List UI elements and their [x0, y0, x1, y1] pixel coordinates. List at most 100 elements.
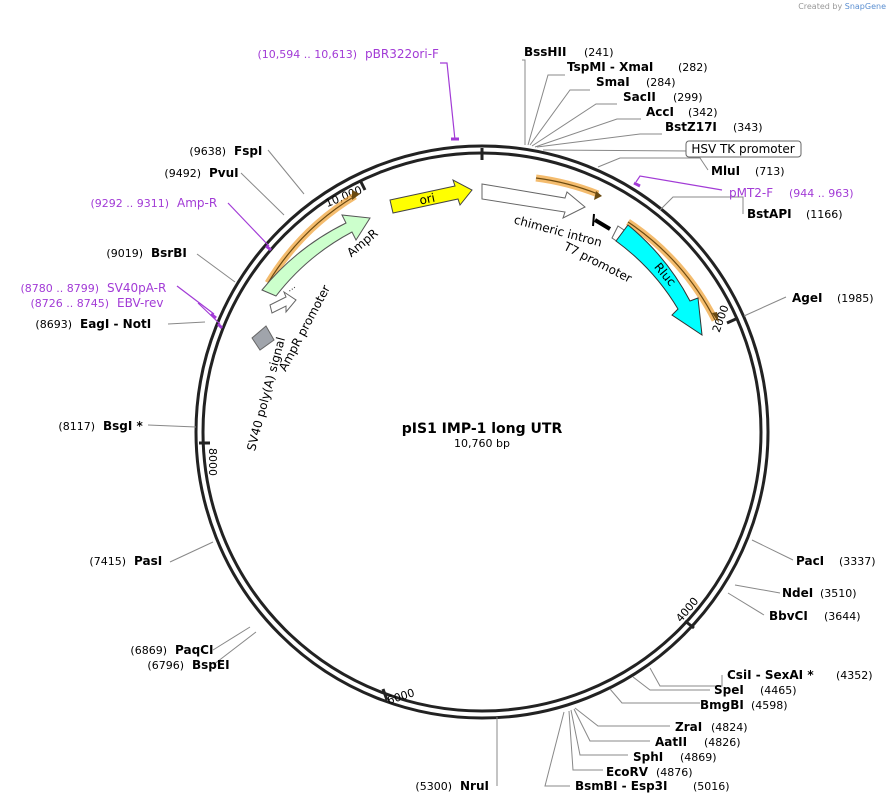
enzyme-name: ZraI — [675, 720, 702, 734]
tick-label-6000: 6000 — [386, 686, 417, 707]
primer-pos: (8780 .. 8799) — [20, 282, 99, 295]
enzyme-pos: (4826) — [704, 736, 741, 749]
t7-promoter-feature — [593, 218, 612, 231]
enzyme-pos: (4352) — [836, 669, 873, 682]
enzyme-leaders — [147, 59, 794, 787]
enzyme-name: NdeI — [782, 586, 813, 600]
enzyme-name: BsrBI — [151, 246, 187, 260]
intron-arrow-head — [594, 191, 602, 200]
backbone-outer — [194, 144, 770, 720]
primer-pos: (10,594 .. 10,613) — [257, 48, 357, 61]
enzyme-pos: (4824) — [711, 721, 748, 734]
enzyme-pos: (9638) — [189, 145, 226, 158]
enzyme-pos: (4869) — [680, 751, 717, 764]
enzyme-pos: (7415) — [89, 555, 126, 568]
primer-name: pBR322ori-F — [365, 47, 439, 61]
enzyme-pos: (8117) — [58, 420, 95, 433]
plasmid-length: 10,760 bp — [454, 437, 510, 450]
primer-name: pMT2-F — [729, 186, 773, 200]
scale-tick-8000: 8000 — [199, 441, 219, 476]
enzyme-name: BsgI * — [103, 419, 144, 433]
ampr-line-head — [352, 190, 360, 200]
sv40-feature — [251, 325, 275, 351]
enzyme-name: SacII — [623, 90, 656, 104]
primer-name: SV40pA-R — [107, 281, 166, 295]
enzyme-name: CsiI - SexAI * — [727, 668, 814, 682]
snapgene-logo: SnapGene — [844, 2, 886, 11]
enzyme-pos: (4598) — [751, 699, 788, 712]
enzyme-pos: (4876) — [656, 766, 693, 779]
snapgene-credit: Created by SnapGene — [798, 2, 886, 11]
primer-pos: (9292 .. 9311) — [90, 197, 169, 210]
enzyme-pos: (282) — [678, 61, 708, 74]
enzyme-name: BssHII — [524, 45, 566, 59]
enzyme-name: BspEI — [192, 658, 230, 672]
enzyme-pos: (342) — [688, 106, 718, 119]
primer-pos: (8726 .. 8745) — [30, 297, 109, 310]
enzyme-name: SpeI — [714, 683, 744, 697]
primer-labels: (10,594 .. 10,613) pBR322ori-F pMT2-F (9… — [20, 47, 853, 310]
enzyme-pos: (4465) — [760, 684, 797, 697]
enzyme-name: PacI — [796, 554, 824, 568]
enzyme-pos: (3510) — [820, 587, 857, 600]
enzyme-name: PvuI — [209, 166, 239, 180]
hsv-label-box — [685, 140, 802, 158]
enzyme-pos: (8693) — [35, 318, 72, 331]
primer-name: Amp-R — [177, 196, 217, 210]
t7-promoter-tick — [592, 213, 595, 227]
primer-name: EBV-rev — [117, 296, 163, 310]
chimeric-intron-feature — [481, 183, 586, 219]
enzyme-pos: (5300) — [415, 780, 452, 793]
enzyme-name: BmgBI — [700, 698, 744, 712]
enzyme-name: NruI — [460, 779, 489, 793]
enzyme-pos: (1166) — [806, 208, 843, 221]
chimeric-intron-label: chimeric intron — [512, 213, 603, 250]
enzyme-pos: (3644) — [824, 610, 861, 623]
enzyme-labels-left: (5300) NruI (6796) BspEI (6869) PaqCI (7… — [35, 144, 489, 793]
enzyme-name: AatII — [655, 735, 687, 749]
enzyme-pos: (1985) — [837, 292, 874, 305]
rluc-feature — [615, 224, 703, 337]
enzyme-name: BstAPI — [747, 207, 792, 221]
enzyme-name: SphI — [633, 750, 663, 764]
enzyme-pos: (3337) — [839, 555, 876, 568]
primer-pos: (944 .. 963) — [789, 187, 854, 200]
rluc-line-head — [712, 312, 719, 323]
ori-label: ori — [418, 191, 436, 208]
enzyme-pos: (241) — [584, 46, 614, 59]
sv40-label: SV40 poly(A) signal — [244, 336, 288, 453]
enzyme-name: BbvCI — [769, 609, 808, 623]
enzyme-pos: (9019) — [106, 247, 143, 260]
enzyme-name: PaqCI — [175, 643, 213, 657]
ampr-promoter-label: AmpR promoter — [276, 283, 333, 374]
tick-label-8000: 8000 — [206, 448, 219, 476]
enzyme-name: PasI — [134, 554, 162, 568]
rluc-line — [627, 221, 716, 321]
enzyme-name: EagI - NotI — [80, 317, 151, 331]
ampr-promoter-feature — [269, 290, 297, 314]
plasmid-title: pIS1 IMP-1 long UTR — [402, 421, 563, 437]
credit-prefix: Created by — [798, 2, 843, 11]
enzyme-pos: (284) — [646, 76, 676, 89]
scale-tick-6000: 6000 — [381, 686, 417, 707]
enzyme-pos: (6796) — [147, 659, 184, 672]
enzyme-name: TspMI - XmaI — [567, 60, 653, 74]
ampr-line — [267, 195, 356, 284]
enzyme-pos: (299) — [673, 91, 703, 104]
hsv-label: HSV TK promoter — [691, 142, 794, 156]
enzyme-name: AccI — [646, 105, 674, 119]
ampr-feature — [261, 214, 371, 297]
enzyme-name: AgeI — [792, 291, 822, 305]
ori-feature — [389, 178, 473, 214]
enzyme-name: SmaI — [596, 75, 630, 89]
enzyme-labels-right: BssHII (241) TspMI - XmaI (282) SmaI (28… — [524, 45, 876, 793]
enzyme-pos: (343) — [733, 121, 763, 134]
enzyme-pos: (9492) — [164, 167, 201, 180]
enzyme-name: BstZ17I — [665, 120, 717, 134]
enzyme-name: EcoRV — [606, 765, 649, 779]
primer-markers — [176, 62, 723, 330]
enzyme-name: FspI — [234, 144, 262, 158]
enzyme-pos: (5016) — [693, 780, 730, 793]
enzyme-pos: (6869) — [130, 644, 167, 657]
